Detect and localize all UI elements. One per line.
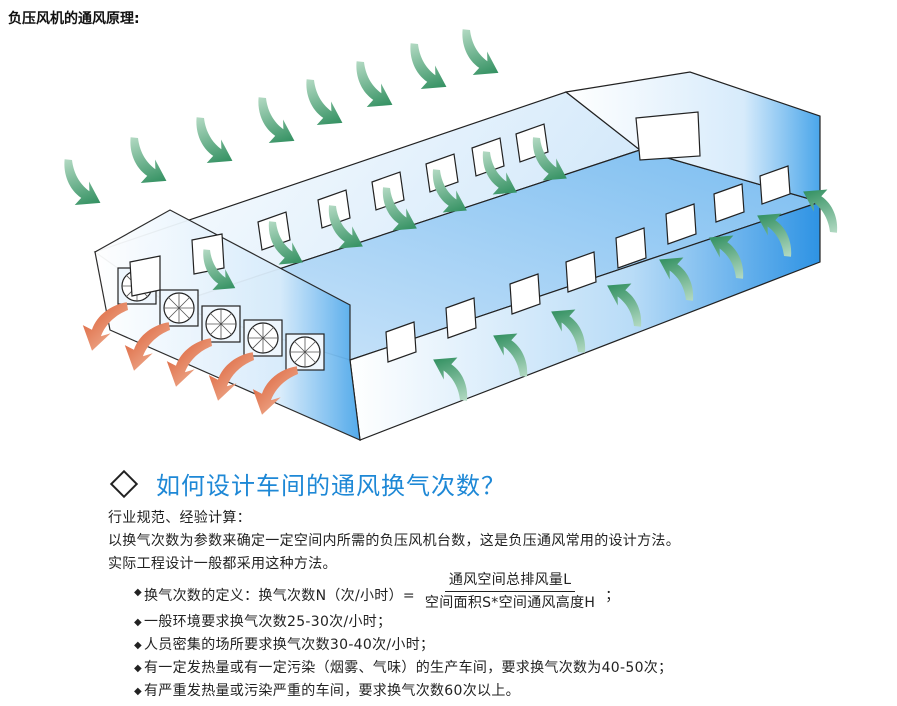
list-item: ◆人员密集的场所要求换气次数30-40次/小时； [134,634,672,657]
bullet-icon: ◆ [134,640,142,651]
bullet-icon: ◆ [134,617,142,628]
intro-line-2: 以换气次数为参数来确定一定空间内所需的负压风机台数，这是负压通风常用的设计方法。 [108,533,680,549]
bullet-icon: ◆ [134,686,142,697]
bullet-icon: ◆ [134,663,142,674]
list-item-text: 有严重发热量或污染严重的车间，要求换气次数60次以上。 [144,683,520,699]
formula-suffix: ； [605,587,620,604]
list-item: ◆ 换气次数的定义：换气次数N（次/小时）= 通风空间总排风量L 空间面积S*空… [134,572,672,611]
list-item: ◆有一定发热量或有一定污染（烟雾、气味）的生产车间，要求换气次数为40-50次； [134,657,673,680]
requirement-list: ◆ 换气次数的定义：换气次数N（次/小时）= 通风空间总排风量L 空间面积S*空… [134,572,673,703]
diamond-icon [109,469,139,498]
formula-numerator: 通风空间总排风量L [444,571,576,592]
ventilation-diagram [51,27,850,441]
list-item: ◆一般环境要求换气次数25-30次/小时； [134,611,672,634]
section-heading: 如何设计车间的通风换气次数？ [108,466,506,501]
bullet-icon: ◆ [134,587,142,598]
list-item: ◆有严重发热量或污染严重的车间，要求换气次数60次以上。 [134,680,672,703]
formula-fraction: 通风空间总排风量L 空间面积S*空间通风高度H [421,571,599,612]
intro-line-1: 行业规范、经验计算： [108,510,251,526]
intro-line-3: 实际工程设计一般都采用这种方法。 [108,556,337,572]
page-title: 负压风机的通风原理: [8,11,140,27]
air-change-formula: 换气次数的定义：换气次数N（次/小时）= 通风空间总排风量L 空间面积S*空间通… [144,572,620,616]
formula-prefix: 换气次数的定义：换气次数N（次/小时）= [144,587,415,604]
list-item-text: 人员密集的场所要求换气次数30-40次/小时； [144,637,435,653]
list-item-text: 一般环境要求换气次数25-30次/小时； [144,614,392,630]
side-windows [385,165,791,363]
section-title-text: 如何设计车间的通风换气次数？ [156,472,506,500]
formula-denominator: 空间面积S*空间通风高度H [424,595,596,611]
list-item-text: 有一定发热量或有一定污染（烟雾、气味）的生产车间，要求换气次数为40-50次； [144,660,673,676]
